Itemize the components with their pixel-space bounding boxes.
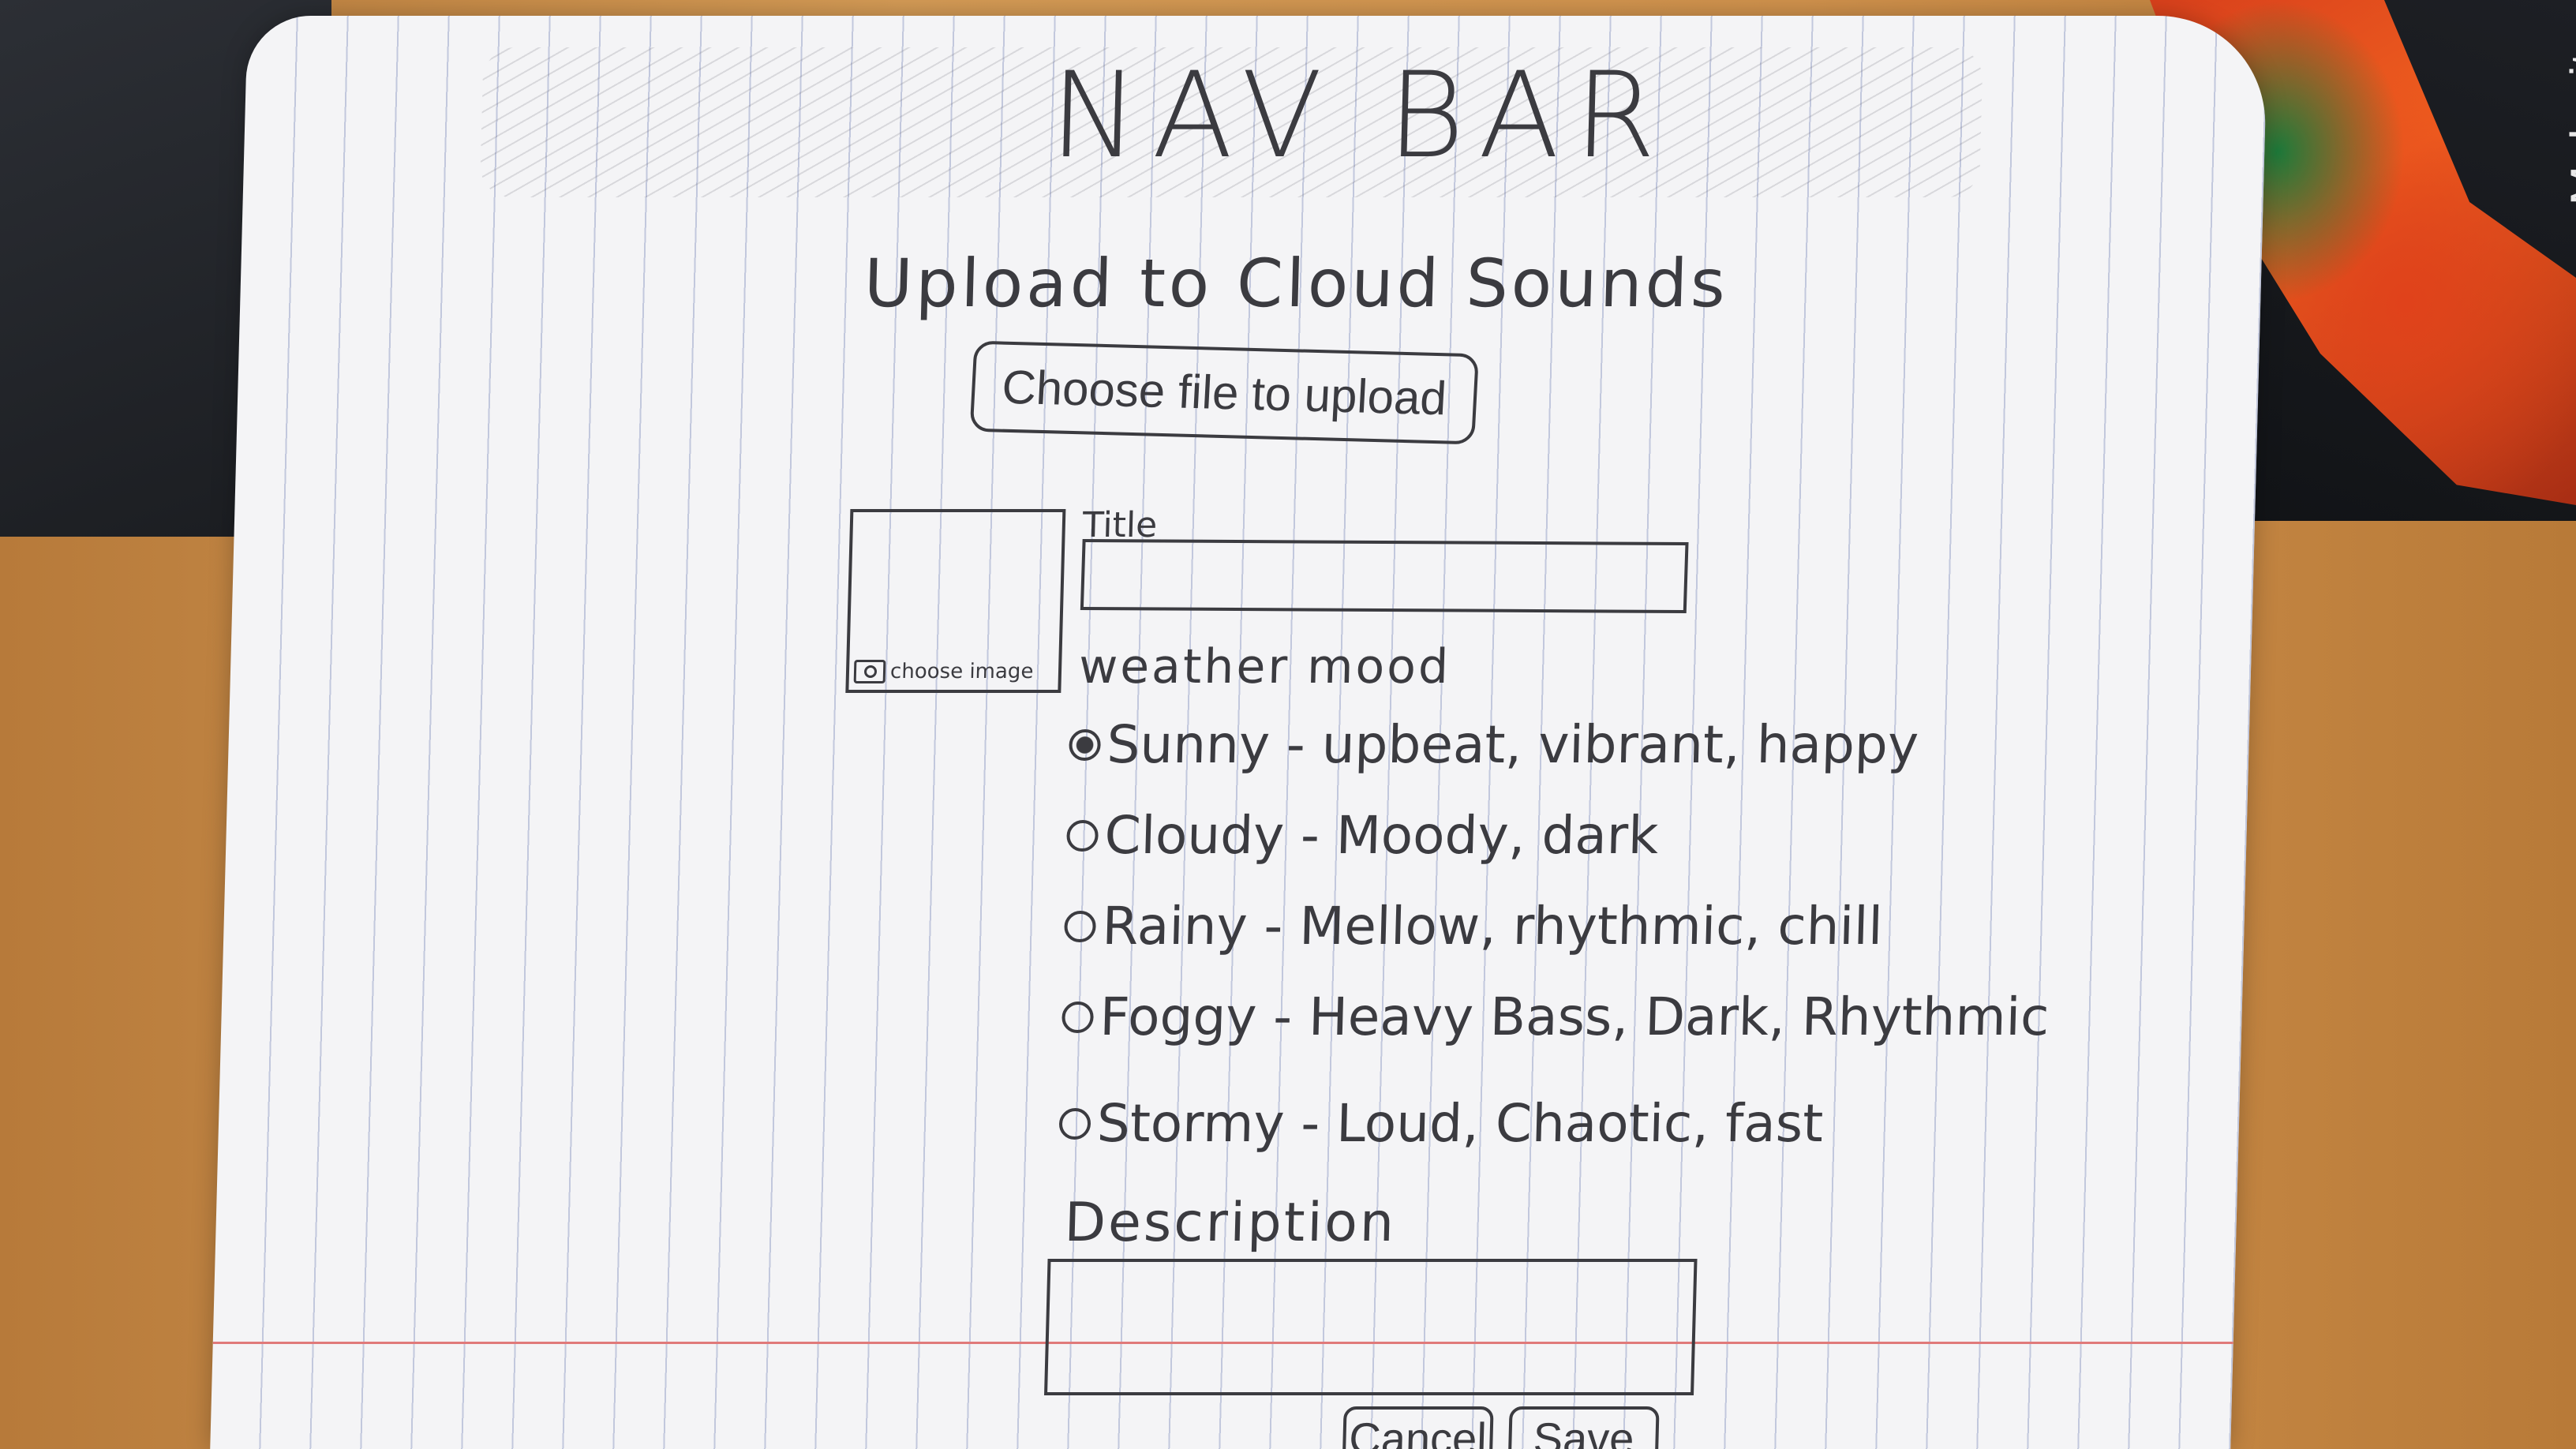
mood-option-label: Sunny - upbeat, vibrant, happy [1106,714,1919,775]
choose-file-button[interactable]: Choose file to upload [969,340,1479,445]
mood-option-cloudy[interactable]: Cloudy - Moody, dark [1066,805,1660,866]
choose-image-button[interactable]: choose image [853,660,1034,683]
radio-rainy[interactable] [1064,910,1097,942]
mood-option-label: Cloudy - Moody, dark [1103,805,1660,866]
mood-option-stormy[interactable]: Stormy - Loud, Chaotic, fast [1058,1093,1824,1154]
camera-icon [853,660,886,683]
description-input[interactable] [1044,1259,1698,1395]
save-button[interactable]: Save [1507,1406,1660,1449]
mood-option-label: Stormy - Loud, Chaotic, fast [1096,1093,1825,1154]
choose-image-label: choose image [889,660,1034,683]
sketch-paper: NAV BAR Upload to Cloud Sounds Choose fi… [210,16,2268,1449]
sticker-text: Make it y [2561,16,2576,206]
radio-cloudy[interactable] [1066,819,1099,852]
mood-option-sunny[interactable]: Sunny - upbeat, vibrant, happy [1069,714,1919,775]
cancel-button[interactable]: Cancel [1342,1406,1494,1449]
description-label: Description [1063,1192,1398,1254]
mood-option-label: Rainy - Mellow, rhythmic, chill [1101,896,1884,957]
mood-option-foggy[interactable]: Foggy - Heavy Bass, Dark, Rhythmic [1061,987,2050,1047]
radio-foggy[interactable] [1061,1001,1095,1033]
mood-option-label: Foggy - Heavy Bass, Dark, Rhythmic [1099,987,2050,1047]
mood-option-rainy[interactable]: Rainy - Mellow, rhythmic, chill [1064,896,1884,957]
page-title: Upload to Cloud Sounds [863,245,1730,322]
title-input[interactable] [1080,538,1689,614]
radio-sunny[interactable] [1069,728,1102,761]
weather-mood-label: weather mood [1078,639,1452,695]
radio-stormy[interactable] [1058,1107,1091,1140]
navbar[interactable]: NAV BAR [1048,47,1673,185]
image-placeholder[interactable]: choose image [845,509,1066,693]
